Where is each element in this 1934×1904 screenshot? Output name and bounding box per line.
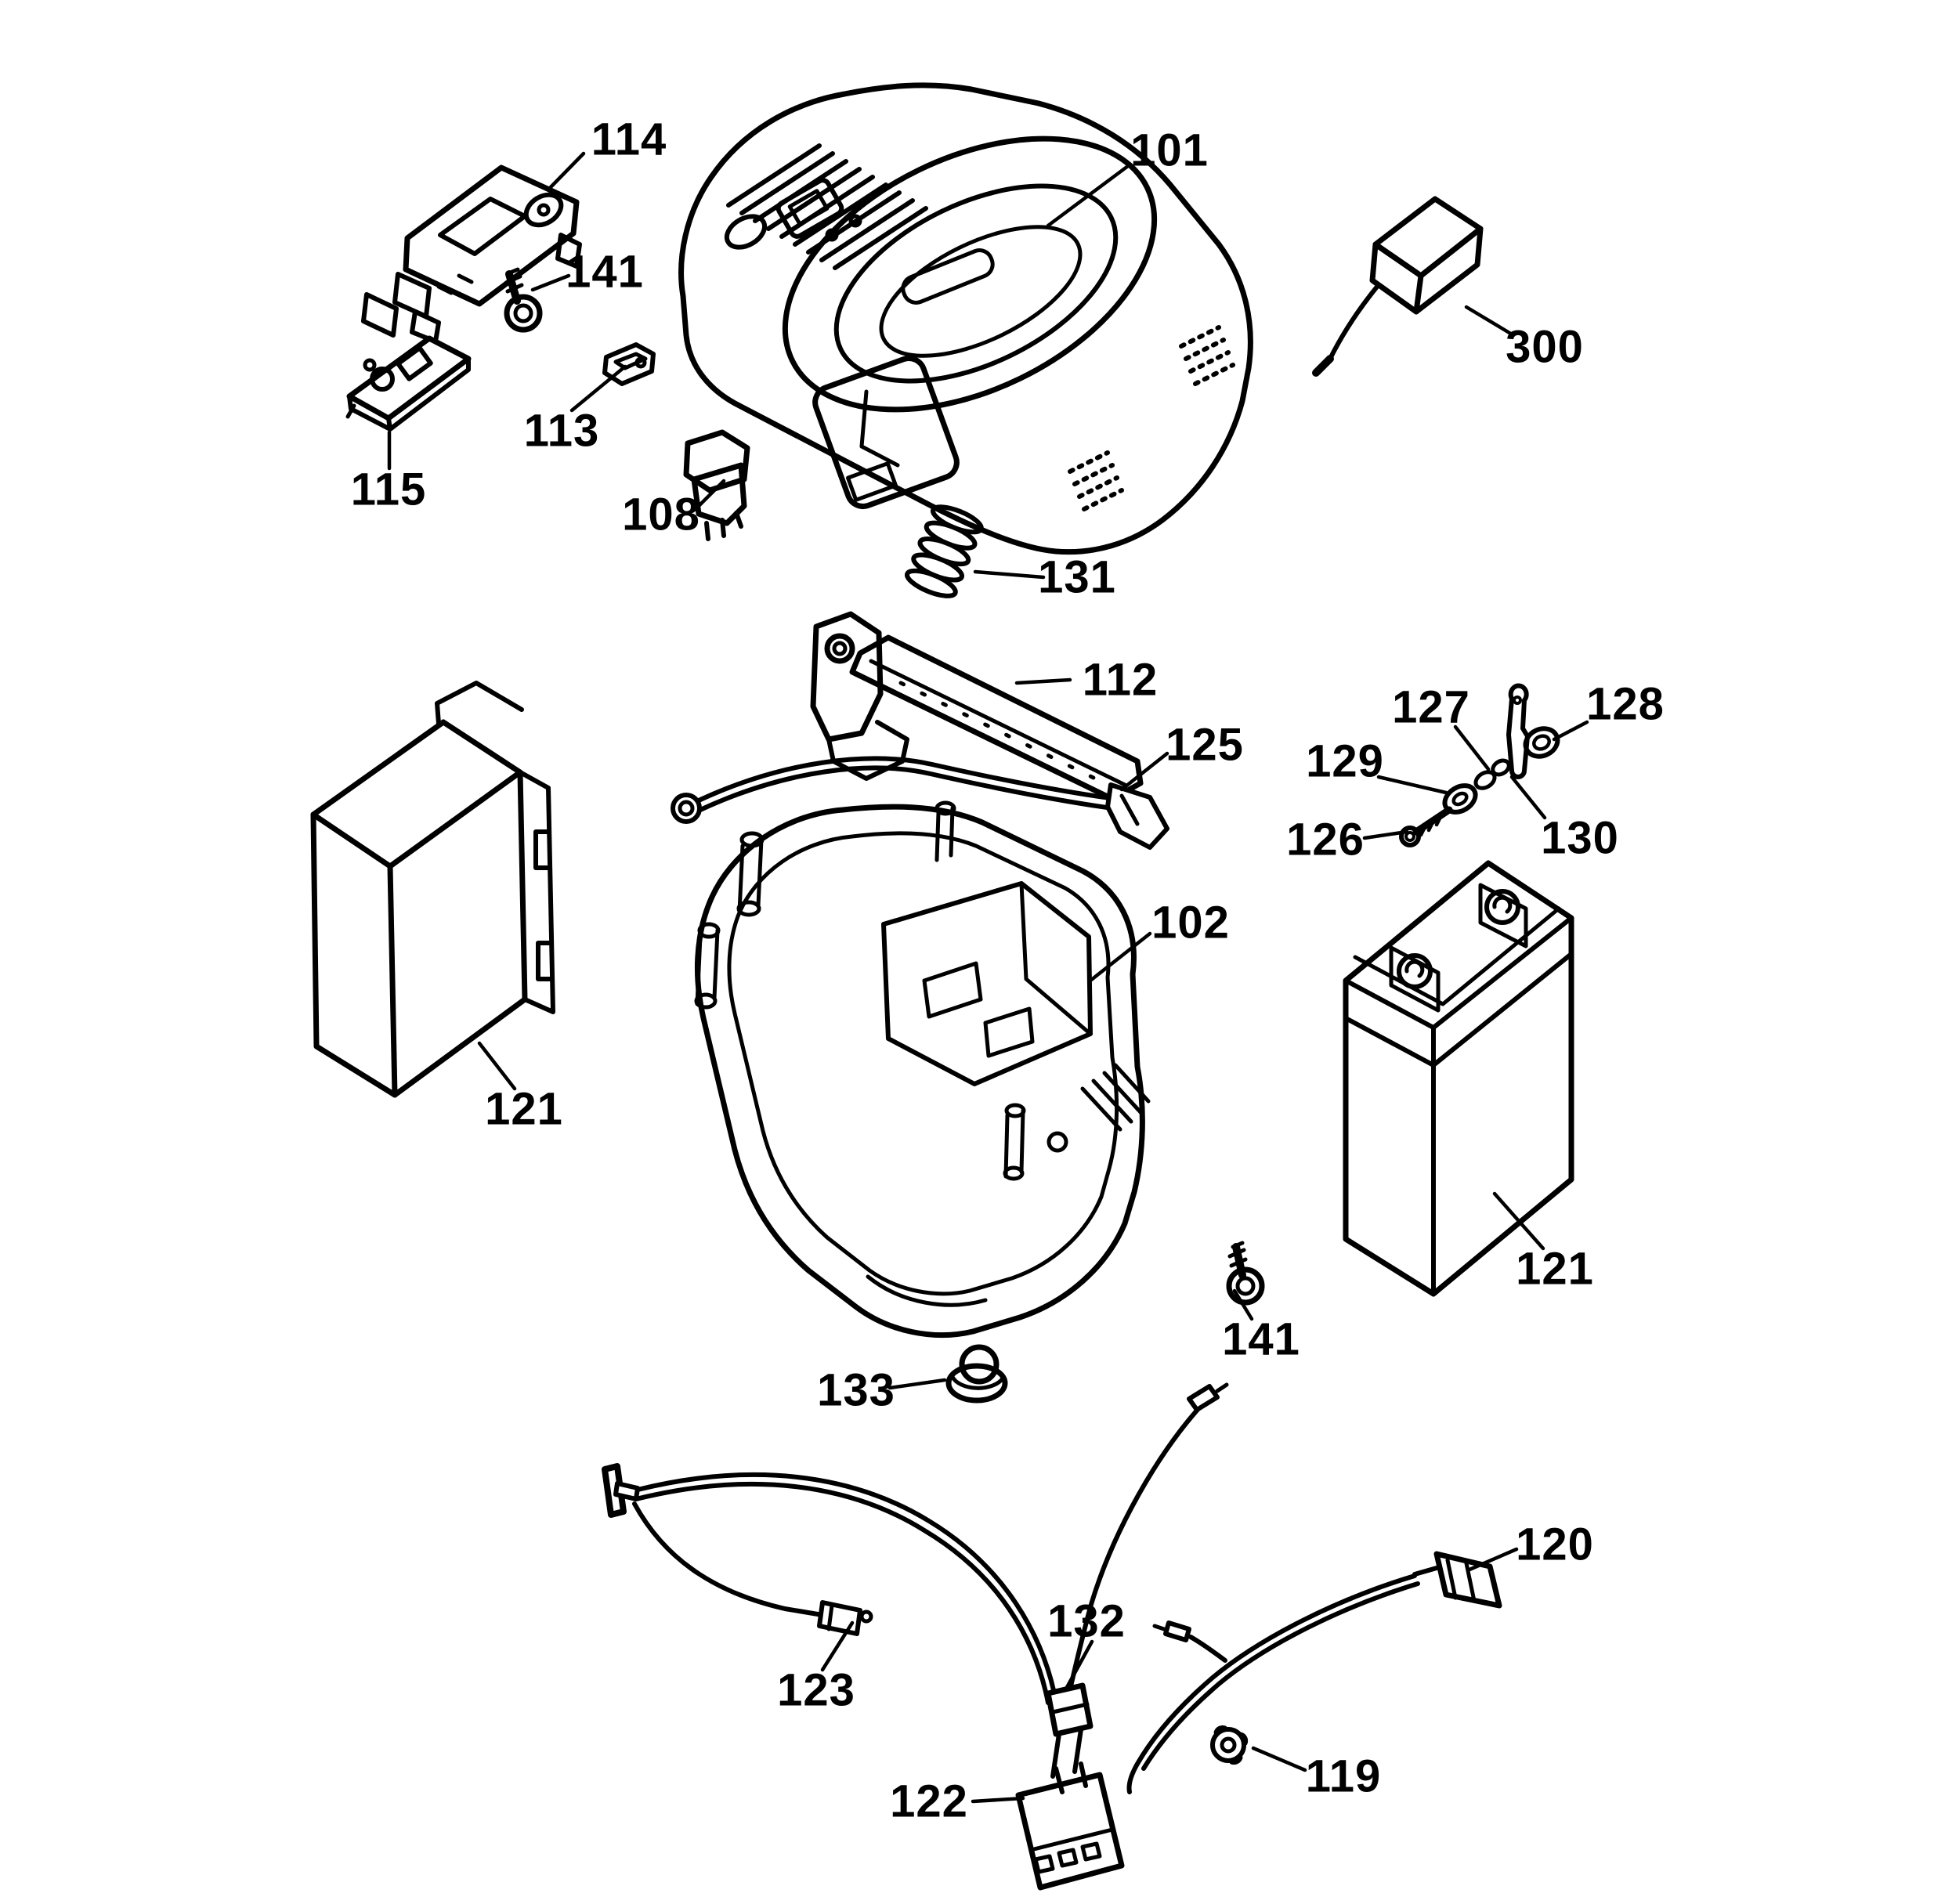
leader-102 (1088, 931, 1152, 983)
part-101-cover-drawing (678, 82, 1253, 555)
leader-129 (1376, 775, 1448, 795)
callout-120: 120 (1516, 1519, 1594, 1570)
callout-119: 119 (1305, 1750, 1382, 1802)
part-125-cable-drawing (671, 756, 1169, 850)
part-102-base-drawing (694, 800, 1151, 1339)
leader-113 (569, 364, 627, 413)
part-300-charger-drawing (1312, 196, 1484, 377)
callout-129: 129 (1306, 735, 1384, 787)
part-115-circuit-plate-drawing (345, 335, 472, 432)
part-120-cable-drawing (1126, 1551, 1502, 1794)
leader-131 (973, 569, 1046, 580)
part-132-connector-drawing (1045, 1382, 1229, 1779)
leader-300 (1464, 305, 1516, 338)
leader-141-top (530, 273, 571, 292)
callout-126: 126 (1286, 814, 1365, 865)
leader-128 (1552, 720, 1589, 742)
callout-132: 132 (1047, 1595, 1126, 1647)
callout-121-right: 121 (1516, 1243, 1594, 1295)
part-123-harness-drawing (602, 1463, 1058, 1705)
part-121-left-box-drawing (310, 681, 555, 1098)
callout-115: 115 (350, 464, 427, 515)
part-121-right-battery-drawing (1343, 860, 1574, 1297)
part-112-lever-drawing (810, 611, 1144, 802)
leader-141-bottom (1232, 1288, 1254, 1321)
callout-125: 125 (1166, 719, 1244, 771)
part-133-grommet-drawing (945, 1344, 1008, 1404)
leader-123 (820, 1620, 855, 1672)
part-119-nut-drawing (1210, 1725, 1249, 1765)
leader-132 (1063, 1639, 1094, 1693)
leader-112 (1014, 677, 1072, 685)
leader-101 (1046, 164, 1130, 228)
leader-121-left (477, 1041, 517, 1091)
callout-101: 101 (1130, 125, 1209, 176)
callout-131: 131 (1038, 551, 1116, 603)
leader-121-right (1492, 1191, 1545, 1251)
part-141-screw-top-drawing (504, 267, 543, 333)
callout-300: 300 (1506, 321, 1584, 373)
callout-127: 127 (1392, 681, 1470, 733)
callout-113: 113 (523, 405, 600, 457)
callout-121-left: 121 (485, 1083, 563, 1135)
callout-114: 114 (591, 114, 667, 165)
callout-123: 123 (777, 1664, 855, 1716)
part-128-ring-drawing (1523, 726, 1560, 759)
leader-119 (1251, 1746, 1307, 1772)
leader-114 (546, 151, 586, 192)
part-114-switch-plate-drawing (361, 164, 582, 344)
part-126-screw-drawing (1399, 806, 1453, 847)
callout-133: 133 (817, 1364, 895, 1416)
leader-130 (1509, 775, 1547, 820)
part-127-key-drawing (1506, 683, 1530, 779)
callout-112: 112 (1082, 654, 1159, 706)
callout-128: 128 (1586, 678, 1665, 730)
part-113-clip-drawing (602, 342, 656, 386)
leader-122 (971, 1796, 1025, 1804)
leader-126 (1362, 829, 1409, 840)
callout-130: 130 (1541, 812, 1619, 864)
callout-141-bottom: 141 (1222, 1313, 1300, 1365)
leader-125 (1119, 751, 1169, 792)
leader-lines (387, 151, 1589, 1804)
leader-127 (1453, 724, 1491, 771)
callout-102: 102 (1151, 897, 1230, 948)
callout-141-top: 141 (566, 246, 644, 298)
callout-108: 108 (622, 489, 700, 540)
part-129-washer-drawing (1442, 758, 1511, 815)
part-131-spring-drawing (905, 504, 984, 598)
part-122-connector-block-drawing (1015, 1761, 1125, 1891)
part-141-screw-bottom-drawing (1226, 1241, 1265, 1306)
leader-108 (695, 479, 726, 510)
callout-122: 122 (890, 1776, 968, 1827)
leader-133 (887, 1378, 947, 1390)
leader-120 (1467, 1547, 1519, 1572)
